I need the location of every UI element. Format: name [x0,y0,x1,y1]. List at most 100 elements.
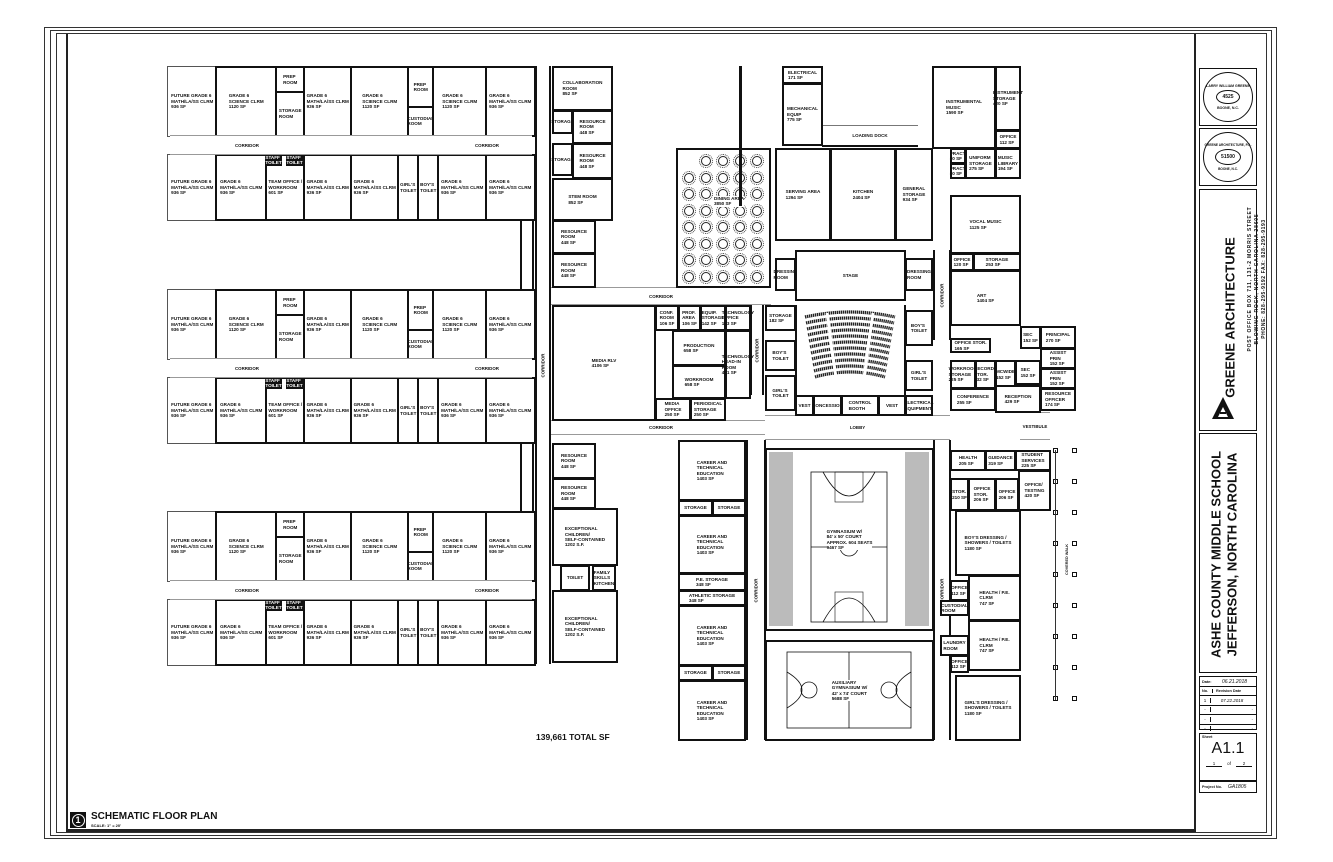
room-label: GRADE 6 SCIENCE CLRM 1120 SF [362,316,398,332]
revision-row: -- [1200,725,1256,734]
classroom: GRADE 6 MATH/LA/SS CLRM 936 SF [303,599,353,666]
room-auxgym: AUXILIARY GYMNASIUM W/ 42' x 74' COURT 5… [765,640,934,741]
room-label: GRADE 6 SCIENCE CLRM 1120 SF [362,93,398,109]
room-label: GRADE 6 SCIENCE CLRM 1120 SF [442,538,478,554]
dining-table [682,253,696,267]
room-label: ASSIST PRIN 152 SF [1049,350,1067,367]
room-label: LOBBY [849,425,866,430]
room-label: GIRL'S TOILET [400,182,417,193]
room-label: CORRIDOR [649,425,673,430]
room-label: GUIDANCE 319 SF [988,455,1013,466]
room-label: VEST [886,402,898,408]
room-label: GIRL'S TOILET [400,405,417,416]
classroom: GRADE 6 MATH/LA/SS CLRM 936 SF [303,154,353,221]
classroom: GRADE 6 SCIENCE CLRM 1120 SF [350,289,410,360]
classroom: GRADE 6 MATH/LA/SS CLRM 936 SF [215,377,268,444]
room-label: STORAGE ROOM [278,553,302,564]
room-label: TECHNOLOGY OFFICE 153 SF [721,309,755,326]
lobby: LOBBY [765,415,950,440]
room-label: PROF. AREA 106 SF [682,309,697,326]
basketball-court [769,452,929,626]
room-label: BOY'S TOILET [772,350,789,361]
classroom: GRADE 6 MATH/LA/SS CLRM 936 SF [303,289,353,360]
room-label: FAMILY SKILLS KITCHEN [593,569,615,586]
revision-row: -- [1200,715,1256,725]
room-vocal: VOCAL MUSIC 1125 SF [950,195,1021,254]
room-label: STAFF TOILET [286,599,303,610]
room-label: GENERAL STORAGE 934 SF [902,186,926,203]
classroom: GRADE 6 SCIENCE CLRM 1120 SF [432,289,488,360]
room-label: RESOURCE ROOM 448 SF [560,228,588,245]
covered-walk: COVERED WALK [1055,535,1069,575]
covered-walk-column [1072,572,1077,577]
classroom: GRADE 6 MATH/LA/SS CLRM 936 SF [485,289,536,360]
dining-table [750,187,764,201]
dining-table [733,220,747,234]
room-pestor: P.E. STORAGE 348 SF [678,573,746,591]
room-workroom: WORKROOM 658 SF [672,365,726,399]
staff-toilet: STAFF TOILET [265,599,282,611]
wing-connector [520,443,534,512]
room-label: FUTURE GRADE 6 MATH/LA/SS CLRM 936 SF [171,179,214,196]
room-label: GIRL'S TOILET [910,370,928,381]
room-collab: COLLABORATION ROOM 852 SF [552,66,613,111]
wall [739,66,742,206]
room-label: TOILET [566,575,584,581]
room-studserv: STUDENT SERVICES 225 SF [1015,450,1051,471]
room-hpe2: HEALTH / P.E. CLRM 747 SF [968,620,1021,671]
room-family: FAMILY SKILLS KITCHEN [592,565,616,591]
staff-toilet: STAFF TOILET [286,377,303,389]
drawing-number: 1 [70,812,86,828]
classroom: CUSTODIAL ROOM [407,551,435,582]
room-label: OFFICE STOR. 165 SF [954,340,987,351]
room-res6: RESOURCE ROOM 448 SF [552,478,596,509]
room-label: CUSTODIAL ROOM [941,602,968,613]
corridor: CORRIDOR [933,250,951,340]
classroom: GRADE 6 SCIENCE CLRM 1120 SF [215,511,278,582]
classroom: CUSTODIAL ROOM [407,106,435,137]
room-label: GRADE 6 MATH/LA/SS CLRM 936 SF [306,538,349,554]
room-label: RECORDS STOR. 132 SF [974,366,997,383]
room-label: MEDIA RLV 4106 SF [591,357,617,368]
room-label: COVERED WALK [1065,543,1069,575]
room-vocstor: STORAGE 253 SF [973,253,1021,271]
room-label: RESOURCE OFFICER 174 SF [1044,391,1072,408]
room-boysdress: BOY'S DRESSING / SHOWERS / TOILETS 1180 … [955,510,1021,576]
wing-connector [520,220,534,289]
room-label: PREP ROOM [283,297,298,308]
room-label: MCWIDE 152 SF [995,369,1016,380]
dining-table [733,236,747,251]
covered-walk-column [1072,634,1077,639]
room-stor3: STOR. 210 SF [950,478,969,511]
dining-table [750,154,764,168]
room-cst3: STORAGE [678,665,713,681]
room-label: INSTRUMENTAL MUSIC 1590 SF [946,99,982,116]
room-cte3: CAREER AND TECHNICAL EDUCATION 1403 SF [678,605,746,666]
covered-walk-column [1072,541,1077,546]
room-label: PRODUCTION 658 SF [683,342,715,353]
room-label: GRADE 6 SCIENCE CLRM 1120 SF [442,316,478,332]
classroom: CUSTODIAL ROOM [407,329,435,360]
room-hpe1: HEALTH / P.E. CLRM 747 SF [968,575,1021,621]
room-label: PREP ROOM [283,74,298,85]
room-label: CORRIDOR [649,293,673,299]
room-label: PERIODICAL STORAGE 250 SF [693,401,723,418]
room-label: GRADE 6 MATH/LA/SS CLRM 936 SF [489,179,532,196]
room-label: PREP ROOM [413,526,428,538]
room-label: GRADE 6 MATH/LA/SS CLRM 936 SF [489,402,532,419]
loading-dock: LOADING DOCK [822,125,918,147]
room-label: SEC 152 SF [1023,332,1038,343]
dining-table [699,269,713,284]
room-cte1: CAREER AND TECHNICAL EDUCATION 1403 SF [678,440,746,501]
room-label: SEC 152 SF [1020,367,1036,378]
room-label: ELECTRICAL EQUIPMENT [904,400,934,411]
dining-table [682,236,696,251]
room-vest2: VEST [878,395,906,416]
room-label: OFFICE STOR. 206 SF [973,486,991,503]
classroom: GRADE 6 MATH/LA/SS CLRM 936 SF [303,511,353,582]
dining-table [716,236,730,251]
dining-table [750,253,764,267]
classroom: PREP ROOM [275,511,306,539]
